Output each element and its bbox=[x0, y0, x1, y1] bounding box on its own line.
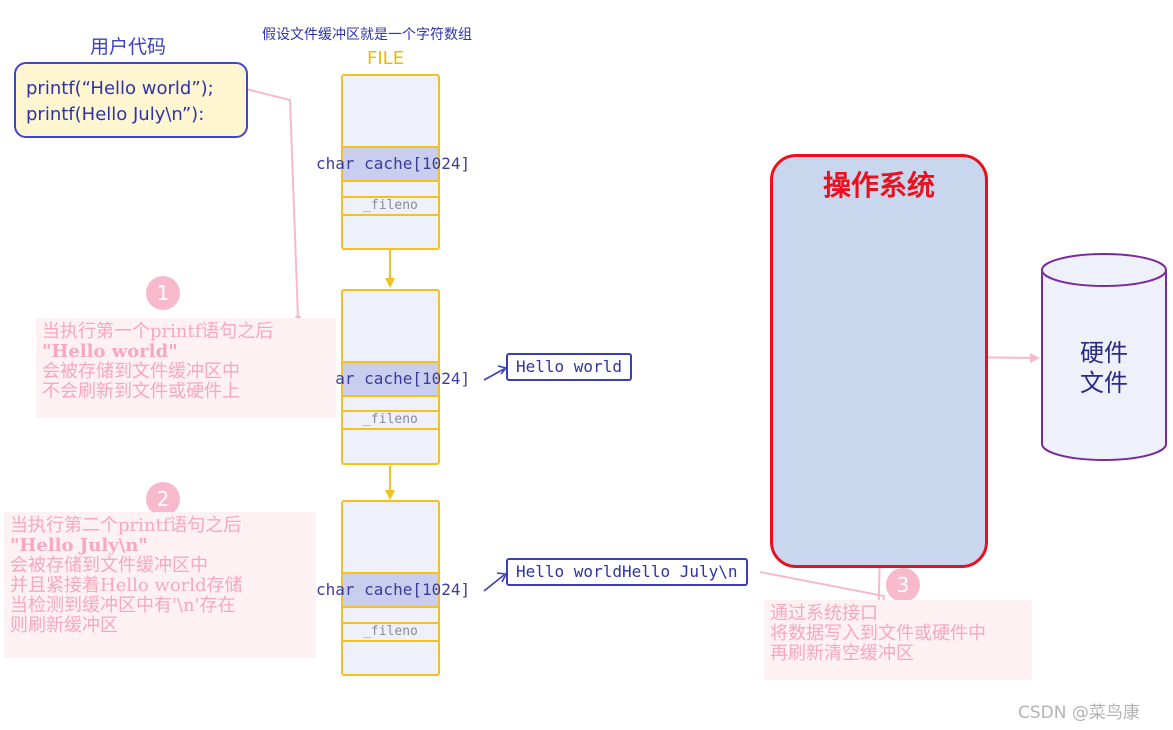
hardware-cylinder bbox=[1041, 253, 1167, 461]
step-1-line-2: "Hello world" bbox=[42, 341, 178, 362]
flush-path-head bbox=[1030, 353, 1040, 363]
output-box-2: Hello worldHello July\n bbox=[506, 558, 748, 586]
struct-link-2-head bbox=[385, 490, 395, 500]
cache-to-output1-arrow bbox=[483, 368, 505, 381]
step-1-line-3: 会被存储到文件缓冲区中 bbox=[42, 361, 240, 382]
step-3-line-2: 将数据写入到文件或硬件中 bbox=[770, 623, 986, 644]
step-2-line-1: 当执行第二个printf语句之后 bbox=[10, 515, 242, 536]
step-2-line-2: "Hello July\n" bbox=[10, 535, 148, 556]
user-code-box: printf(“Hello world”); printf(Hello July… bbox=[14, 62, 248, 138]
output-box-1: Hello world bbox=[506, 353, 632, 381]
code-line-2: printf(Hello July\n”): bbox=[26, 104, 205, 125]
user-code-title: 用户代码 bbox=[90, 36, 167, 58]
buffer-note: 假设文件缓冲区就是一个字符数组 bbox=[262, 27, 472, 43]
hardware-label-1: 硬件 bbox=[1080, 339, 1128, 367]
cache-to-output2-arrow bbox=[483, 574, 505, 592]
code-line-1: printf(“Hello world”); bbox=[26, 78, 214, 99]
step-1-badge: 1 bbox=[146, 276, 180, 310]
step-2-note: 当执行第二个printf语句之后 "Hello July\n" 会被存储到文件缓… bbox=[4, 512, 316, 658]
struct-link-1-head bbox=[385, 278, 395, 288]
code-to-step1-line bbox=[241, 87, 299, 319]
step-2-line-5: 当检测到缓冲区中有'\n'存在 bbox=[10, 595, 236, 616]
step-3-line-1: 通过系统接口 bbox=[770, 603, 878, 624]
cache-label-1: char cache[1024] bbox=[316, 154, 471, 173]
cache-band-1 bbox=[343, 146, 438, 182]
step-3-badge: 3 bbox=[886, 568, 920, 602]
step-1-note: 当执行第一个printf语句之后 "Hello world" 会被存储到文件缓冲… bbox=[36, 318, 336, 418]
hardware-label-2: 文件 bbox=[1080, 369, 1128, 397]
cache-band-3 bbox=[343, 572, 438, 608]
cache-band-2 bbox=[343, 361, 438, 397]
step-1-line-4: 不会刷新到文件或硬件上 bbox=[42, 381, 240, 402]
os-title: 操作系统 bbox=[822, 169, 935, 202]
file-label: FILE bbox=[367, 48, 405, 69]
step-3-note: 通过系统接口 将数据写入到文件或硬件中 再刷新清空缓冲区 bbox=[764, 600, 1032, 680]
cache-label-2: char cache[1024] bbox=[316, 369, 471, 388]
cache-label-3: char cache[1024] bbox=[316, 580, 471, 599]
os-box bbox=[770, 154, 988, 568]
step-2-line-6: 则刷新缓冲区 bbox=[10, 615, 118, 636]
fileno-label-1: _fileno bbox=[343, 196, 438, 216]
fileno-label-2: _fileno bbox=[343, 410, 438, 430]
watermark: CSDN @菜鸟康 bbox=[1018, 703, 1140, 723]
fileno-label-3: _fileno bbox=[343, 622, 438, 642]
step-3-line-3: 再刷新清空缓冲区 bbox=[770, 643, 914, 664]
step-1-line-1: 当执行第一个printf语句之后 bbox=[42, 321, 274, 342]
step-2-badge: 2 bbox=[146, 482, 180, 516]
step-2-line-4: 并且紧接着Hello world存储 bbox=[10, 575, 243, 596]
step-2-line-3: 会被存储到文件缓冲区中 bbox=[10, 555, 208, 576]
